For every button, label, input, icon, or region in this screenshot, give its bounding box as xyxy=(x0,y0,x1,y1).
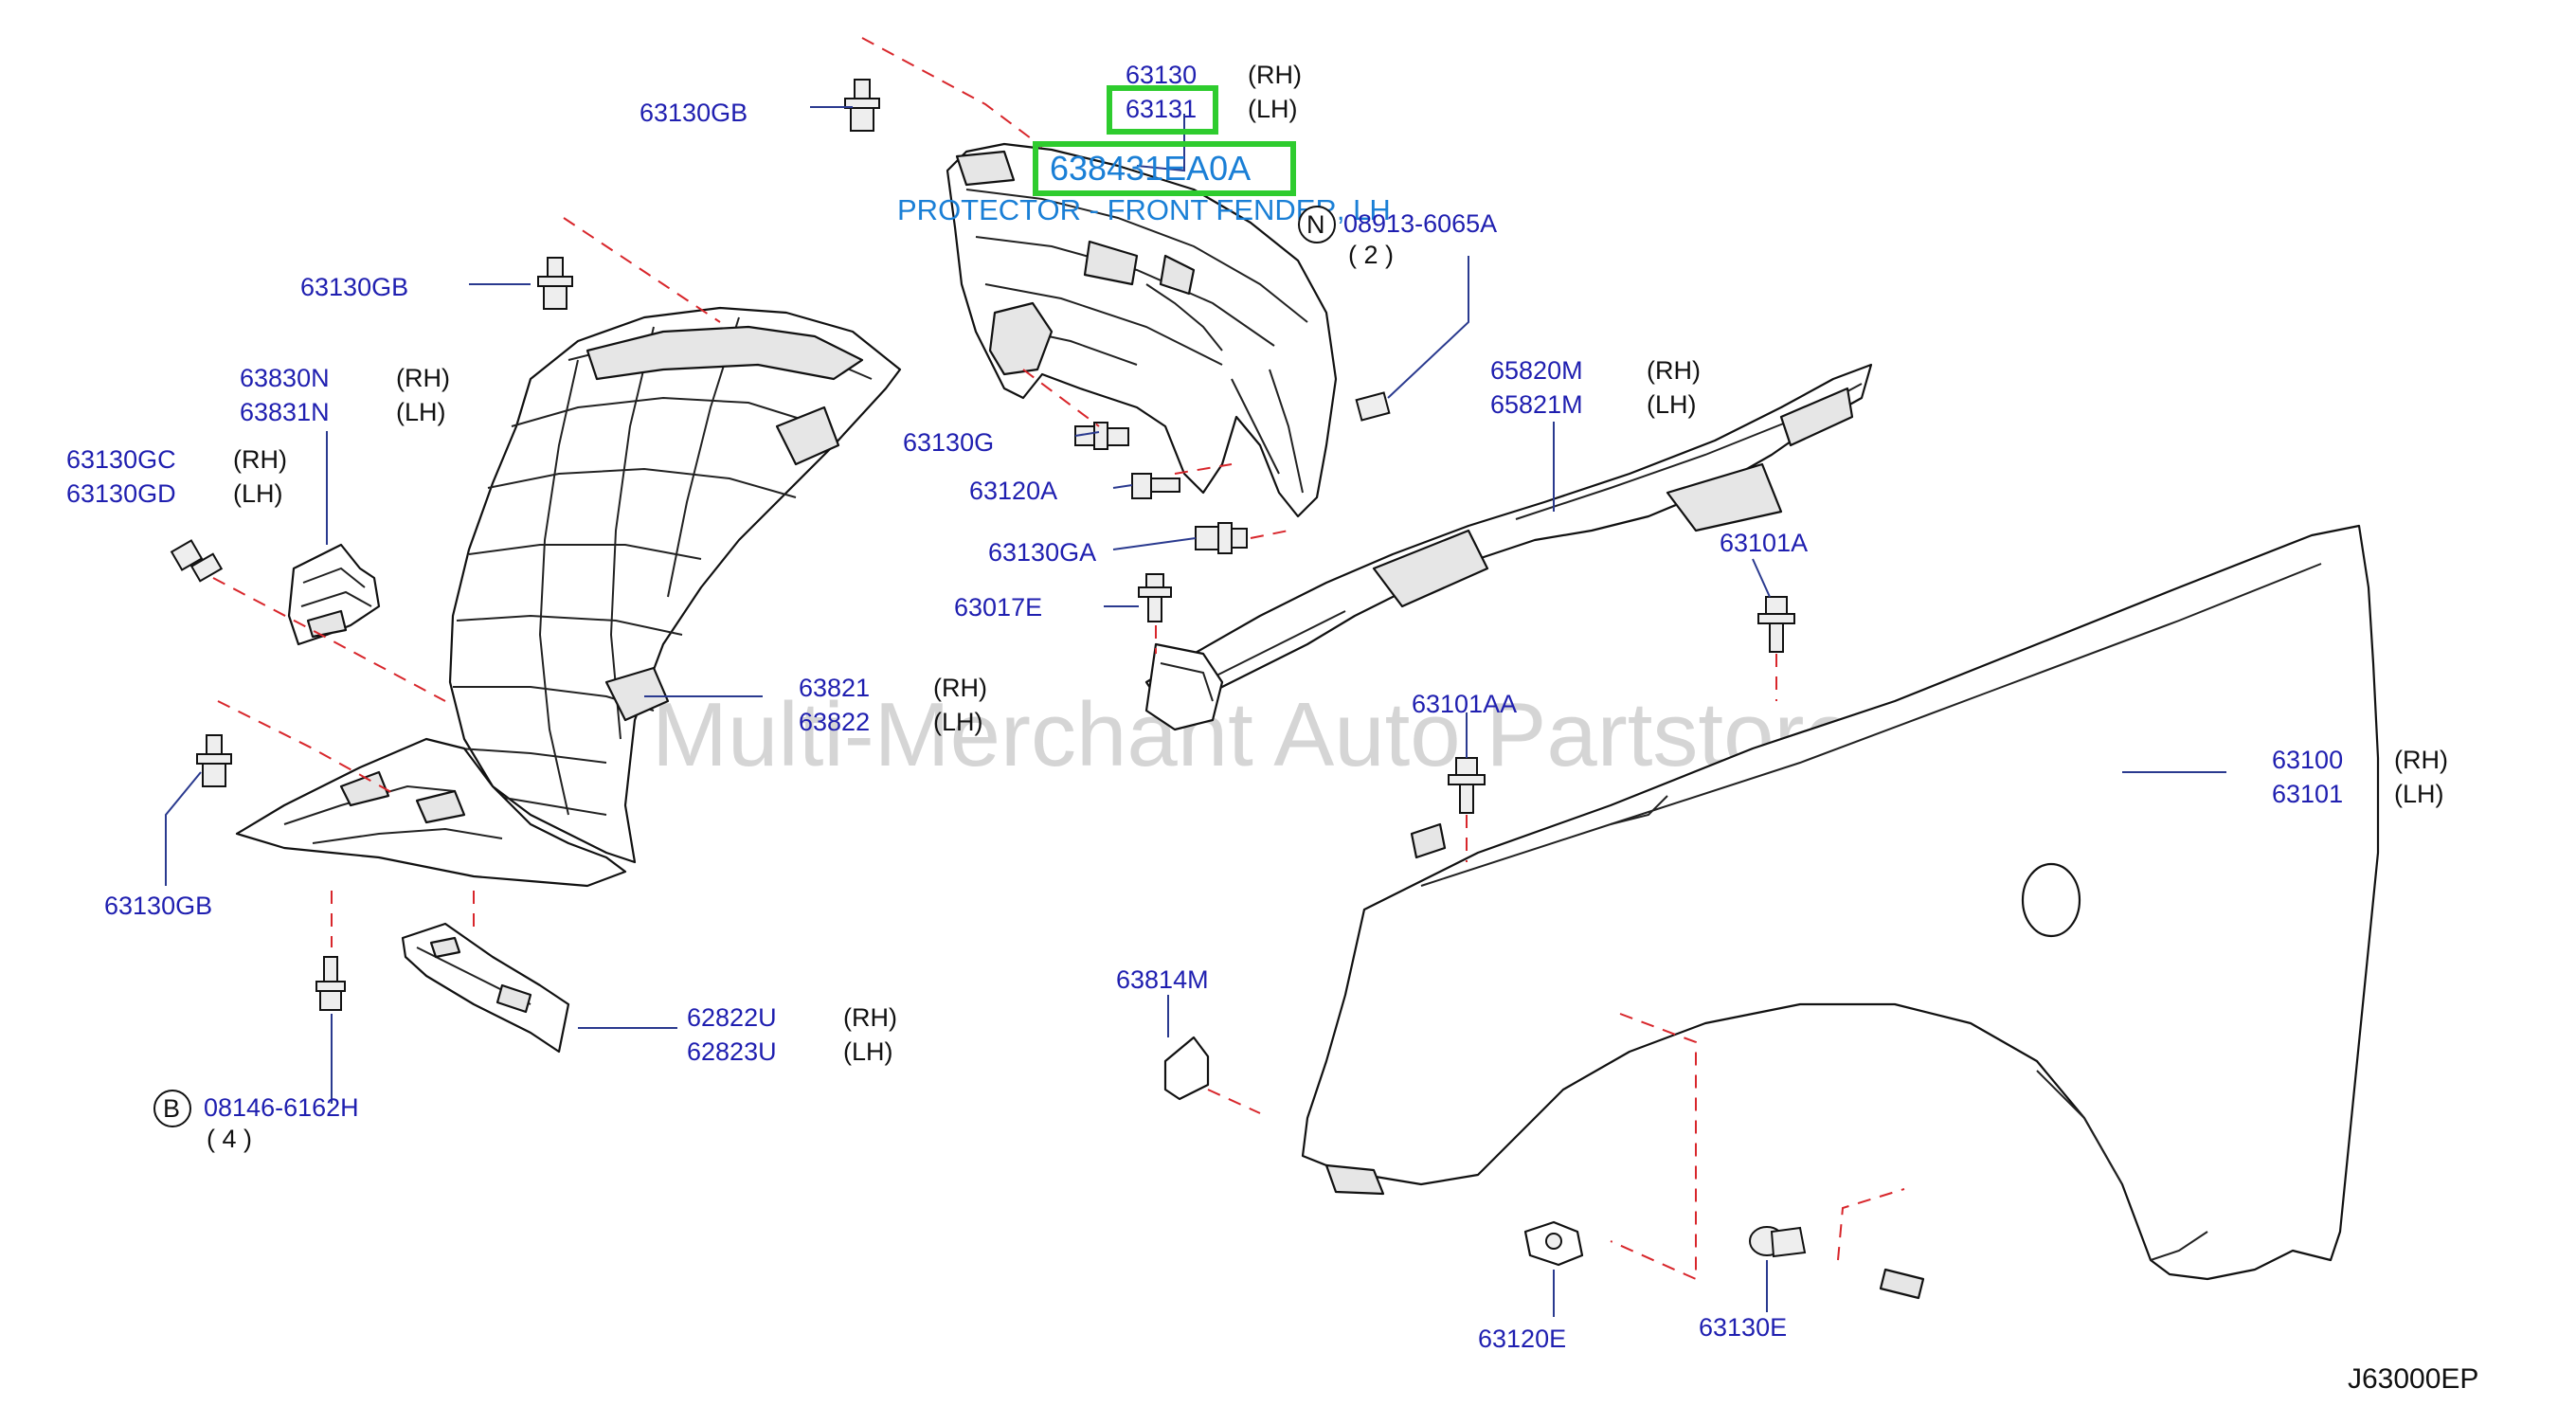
part-number-63100[interactable]: 63100 xyxy=(2272,746,2343,774)
side-lh: (LH) xyxy=(1647,390,1697,419)
side-lh: (LH) xyxy=(2394,780,2444,808)
splash-shield-drawing[interactable] xyxy=(235,737,627,888)
side-rh: (RH) xyxy=(1248,61,1302,89)
part-number-63131[interactable]: 63131 xyxy=(1126,95,1197,123)
clip-icon[interactable] xyxy=(537,257,573,310)
callout-63130gc[interactable]: 63130GC (RH) 63130GD (LH) xyxy=(66,445,287,508)
bolt-icon[interactable] xyxy=(1757,596,1795,653)
part-number-63821[interactable]: 63821 xyxy=(799,674,870,702)
part-number-63831n[interactable]: 63831N xyxy=(240,398,330,426)
part-number-65821m[interactable]: 65821M xyxy=(1490,390,1583,419)
quantity-4: ( 4 ) xyxy=(207,1125,252,1153)
highlight-callout[interactable]: 638431EA0A PROTECTOR - FRONT FENDER, LH xyxy=(897,141,1391,226)
side-lh: (LH) xyxy=(843,1037,893,1066)
part-number-63130gc[interactable]: 63130GC xyxy=(66,445,176,474)
clip-icon[interactable] xyxy=(170,539,224,583)
front-fender-protector-drawing[interactable] xyxy=(448,306,902,864)
bolt-icon[interactable] xyxy=(1448,757,1486,814)
callout-63821[interactable]: 63821 (RH) 63822 (LH) xyxy=(799,674,987,736)
side-rh: (RH) xyxy=(396,364,450,392)
fastener-icons xyxy=(170,79,1795,1011)
leader-lines xyxy=(165,106,2226,1317)
part-number-65820m[interactable]: 65820M xyxy=(1490,356,1583,385)
side-lh: (LH) xyxy=(396,398,446,426)
b-symbol: B xyxy=(163,1094,180,1123)
clip-63130e-drawing[interactable] xyxy=(1749,1226,1807,1258)
part-number-63822[interactable]: 63822 xyxy=(799,708,870,736)
part-number-63830n[interactable]: 63830N xyxy=(240,364,330,392)
clip-icon[interactable] xyxy=(1074,422,1129,450)
callout-63130[interactable]: 63130 (RH) xyxy=(1126,61,1302,89)
callout-65820m[interactable]: 65820M (RH) 65821M (LH) xyxy=(1490,356,1701,419)
callout-63100[interactable]: 63100 (RH) 63101 (LH) xyxy=(2272,746,2448,808)
highlight-box-63131 xyxy=(1107,85,1218,135)
part-number-63130gb-top[interactable]: 63130GB xyxy=(639,99,748,127)
part-number-63017e[interactable]: 63017E xyxy=(954,593,1042,622)
n-symbol-circle xyxy=(1298,206,1336,243)
part-number-63130gb-low[interactable]: 63130GB xyxy=(104,892,212,920)
part-number-63130ga[interactable]: 63130GA xyxy=(988,538,1096,567)
part-number-63130gb-mid[interactable]: 63130GB xyxy=(300,273,408,301)
bracket-63017e-drawing[interactable] xyxy=(1144,642,1224,731)
clip-icon[interactable] xyxy=(1195,522,1248,554)
part-number-63814m[interactable]: 63814M xyxy=(1116,965,1209,994)
part-number-63130gd[interactable]: 63130GD xyxy=(66,479,176,508)
side-rh: (RH) xyxy=(933,674,987,702)
bracket-62822u-drawing[interactable] xyxy=(401,922,570,1054)
part-number-63101[interactable]: 63101 xyxy=(2272,780,2343,808)
nut-63120e-drawing[interactable] xyxy=(1523,1220,1584,1267)
part-number-62822u[interactable]: 62822U xyxy=(687,1003,777,1032)
part-number-63130[interactable]: 63130 xyxy=(1126,61,1197,89)
side-rh: (RH) xyxy=(2394,746,2448,774)
quantity-2: ( 2 ) xyxy=(1348,241,1394,269)
bolt-icon[interactable] xyxy=(1138,573,1172,622)
clip-icon[interactable] xyxy=(196,734,232,787)
side-rh: (RH) xyxy=(843,1003,897,1032)
assembly-lines xyxy=(212,37,1905,1281)
front-fender-63100-drawing[interactable] xyxy=(1301,524,2380,1300)
part-number-63120a[interactable]: 63120A xyxy=(969,477,1057,505)
b-symbol-circle xyxy=(153,1090,191,1127)
n-symbol: N xyxy=(1306,210,1325,239)
part-number-63130e[interactable]: 63130E xyxy=(1699,1313,1787,1342)
screw-icon[interactable] xyxy=(1131,473,1180,499)
nut-icon[interactable] xyxy=(1355,391,1391,422)
bracket-63830n-drawing[interactable] xyxy=(287,543,381,646)
side-lh: (LH) xyxy=(233,479,283,508)
highlighted-part-number[interactable]: 638431EA0A xyxy=(1050,149,1251,188)
clip-icon[interactable] xyxy=(844,79,880,132)
callout-08913-6065a[interactable]: N 08913-6065A ( 2 ) xyxy=(1298,206,1497,269)
callout-63830n[interactable]: 63830N (RH) 63831N (LH) xyxy=(240,364,450,426)
part-number-63130g[interactable]: 63130G xyxy=(903,428,994,457)
side-rh: (RH) xyxy=(1647,356,1701,385)
part-number-08146-6162h[interactable]: 08146-6162H xyxy=(204,1093,359,1122)
bolt-icon[interactable] xyxy=(315,956,346,1011)
part-number-08913-6065a[interactable]: 08913-6065A xyxy=(1343,209,1497,238)
highlight-box-part xyxy=(1033,141,1296,196)
part-number-62823u[interactable]: 62823U xyxy=(687,1037,777,1066)
diagram-code: J63000EP xyxy=(2348,1363,2478,1395)
part-number-63101aa[interactable]: 63101AA xyxy=(1412,690,1517,718)
callout-63131[interactable]: 63131 (LH) xyxy=(1107,85,1298,135)
side-lh: (LH) xyxy=(933,708,983,736)
seal-rail-65820m-drawing[interactable] xyxy=(1144,363,1873,712)
side-lh: (LH) xyxy=(1248,95,1298,123)
callout-08146-6162h[interactable]: B 08146-6162H ( 4 ) xyxy=(153,1090,359,1153)
rear-fender-protector-drawing[interactable] xyxy=(946,142,1338,518)
clip-63814m-drawing[interactable] xyxy=(1163,1036,1210,1101)
callout-62822u[interactable]: 62822U (RH) 62823U (LH) xyxy=(687,1003,897,1066)
watermark: Multi-Merchant Auto Partstore xyxy=(652,684,1855,785)
side-rh: (RH) xyxy=(233,445,287,474)
part-number-63101a[interactable]: 63101A xyxy=(1720,529,1808,557)
part-number-63120e[interactable]: 63120E xyxy=(1478,1325,1566,1353)
